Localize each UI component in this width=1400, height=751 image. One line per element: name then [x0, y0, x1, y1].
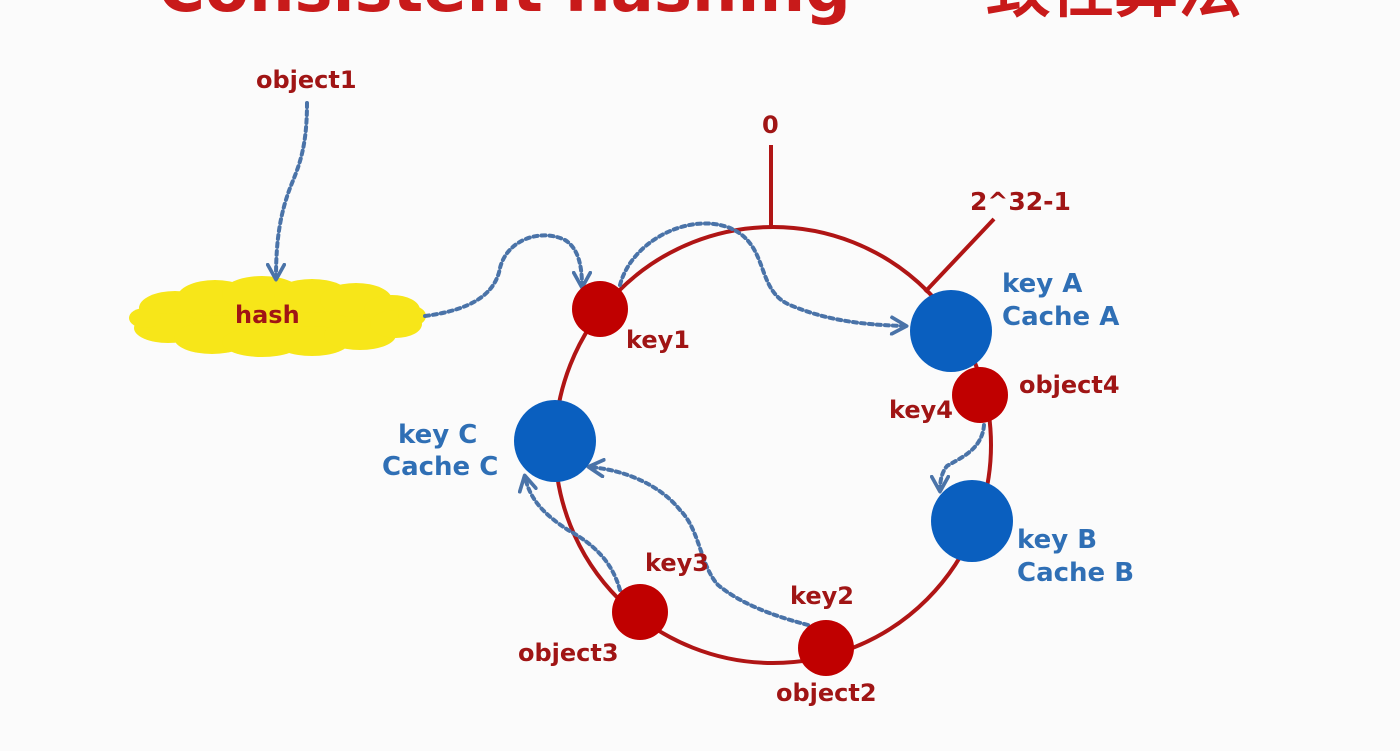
- object2-node: [798, 620, 854, 676]
- cache-a-node: [910, 290, 992, 372]
- cache-b-label: Cache B: [1017, 558, 1135, 588]
- cache-c-label: Cache C: [382, 452, 499, 482]
- arrow-object4-to-cache-b: [940, 423, 986, 490]
- key-c-label: key C: [398, 420, 478, 450]
- arrow-object1-to-hash: [276, 101, 309, 278]
- key2-label: key2: [790, 582, 854, 610]
- hash-label: hash: [235, 301, 300, 329]
- arrow-key1-to-cache-a: [618, 221, 905, 326]
- zero-label: 0: [762, 111, 779, 139]
- cache-b-node: [931, 480, 1013, 562]
- object3-label: object3: [518, 639, 619, 667]
- cache-a-label: Cache A: [1002, 302, 1120, 332]
- object1-label: object1: [256, 66, 357, 94]
- key-a-label: key A: [1002, 269, 1083, 299]
- arrow-object2-to-cache-c: [590, 467, 810, 627]
- max-value-label: 2^32-1: [970, 187, 1071, 216]
- key1-node: [572, 281, 628, 337]
- key4-label: key4: [889, 396, 953, 424]
- slide-title: Consistent hashing - 一致性算法: [0, 0, 1400, 22]
- cache-c-node: [514, 400, 596, 482]
- object2-label: object2: [776, 679, 877, 707]
- key-b-label: key B: [1017, 525, 1098, 555]
- arrow-hash-to-key1: [423, 233, 582, 318]
- hash-cloud: [129, 276, 426, 357]
- max-marker-line: [923, 217, 996, 294]
- key1-label: key1: [626, 326, 690, 354]
- object4-label: object4: [1019, 371, 1120, 399]
- object3-node: [612, 584, 668, 640]
- key3-label: key3: [645, 549, 709, 577]
- object4-node: [952, 367, 1008, 423]
- arrow-object3-to-cache-c: [525, 477, 622, 592]
